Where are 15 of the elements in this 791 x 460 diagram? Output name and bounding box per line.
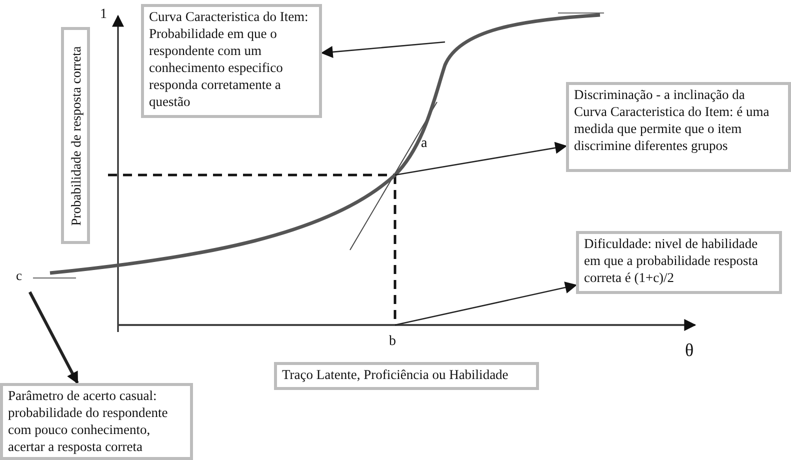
callout-box: Discriminação - a inclinação da Curva Caracteristica do Item: é uma medida que permite que o item discrimine diferentes grupos [566,82,791,172]
callout-box: Curva Caracteristica do Item: Probabilidade em que o respondente com um conhecimento especifico responda corretamente a questão [141,4,322,118]
parameter-label: c [16,268,26,286]
axis-symbol: θ [685,342,694,358]
slope-label: a [421,136,428,152]
arrow [394,282,578,326]
arrow [28,291,79,384]
callout-box: Dificuldade: nivel de habilidade em que a probabilidade resposta correta é (1+c)/2 [576,231,782,294]
difficulty-label: b [389,334,396,350]
callout-box: Parâmetro de acerto casual: probabilidade do respondente com pouco conhecimento, acertar a resposta correta [0,383,193,460]
axis-title: Probabilidade de resposta correta [61,27,90,244]
arrow [394,142,568,176]
axis-title: Traço Latente, Proficiência ou Habilidade [274,362,539,390]
arrow [320,41,446,58]
axis-max-label: 1 [100,7,107,23]
